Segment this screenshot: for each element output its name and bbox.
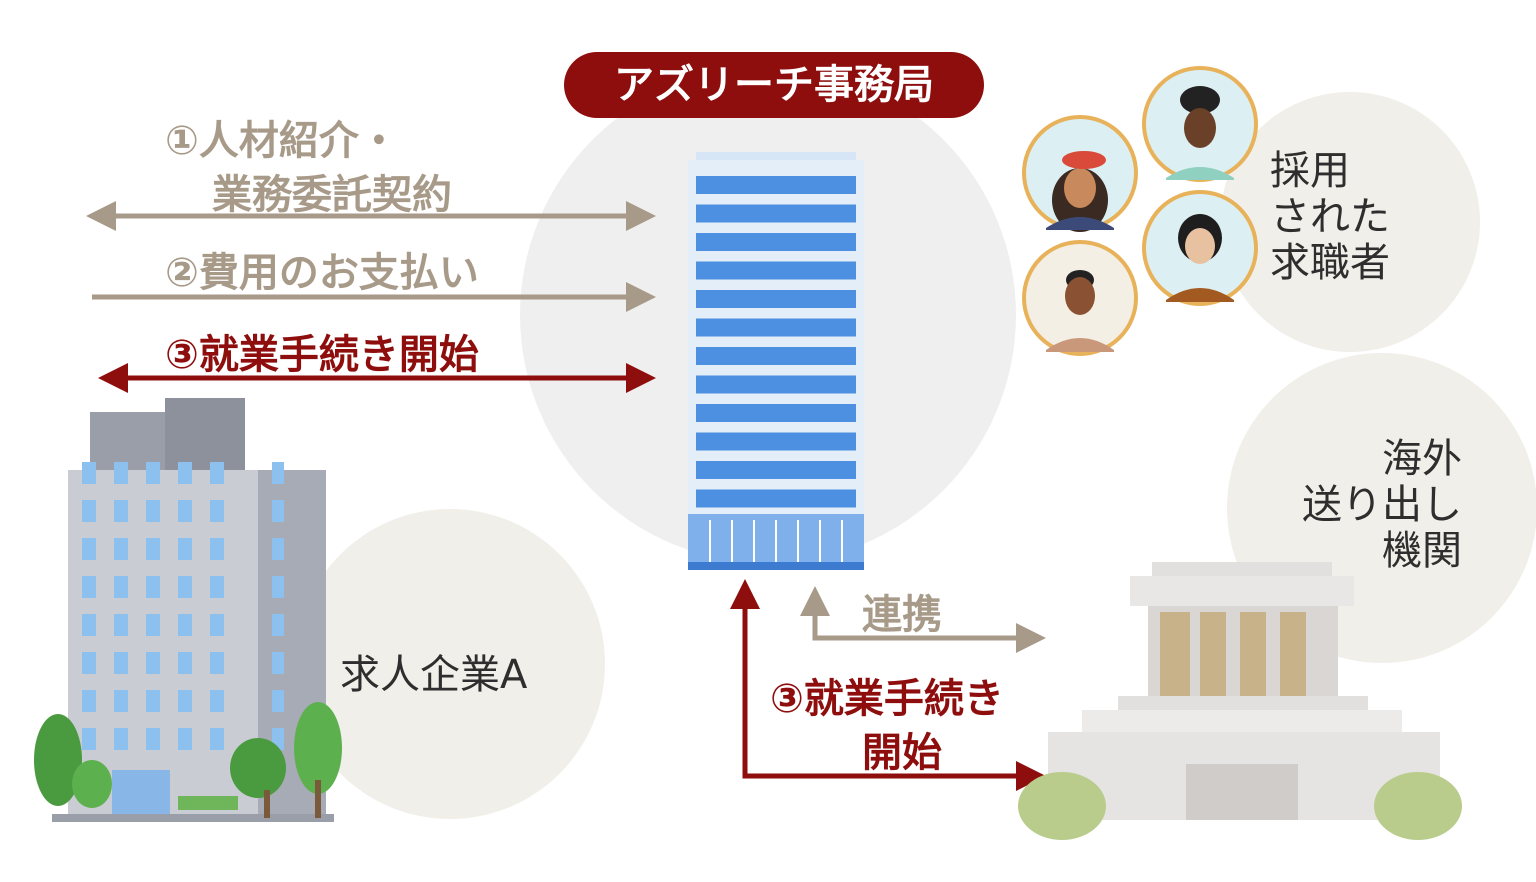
company-bg-circle: [295, 509, 605, 819]
flow-payment-label: ②費用のお支払い: [165, 250, 479, 296]
office-tower-icon: [688, 152, 864, 570]
company-building-icon: [34, 398, 342, 822]
flow-contract-label-line2: 業務委託契約: [212, 172, 452, 218]
avatar-seeker-3: [1142, 190, 1258, 306]
agency-label-line: 送り出し: [1302, 482, 1462, 528]
agency-label-line: 機関: [1382, 528, 1462, 574]
seekers-label-line: 求職者: [1270, 240, 1390, 286]
flow-procedure-label: ③就業手続き開始: [165, 332, 479, 378]
avatar-seeker-2: [1142, 66, 1258, 182]
company-label: 求人企業A: [340, 652, 528, 698]
office-title-badge: アズリーチ事務局: [564, 52, 984, 118]
arrow-procedure-agency: [730, 579, 1046, 791]
avatar-seeker-1: [1022, 115, 1138, 232]
flow-procedure-agency-label-line2: 開始: [862, 730, 942, 776]
agency-label-line: 海外: [1382, 436, 1462, 482]
agency-building-icon: [1018, 562, 1462, 840]
flow-renkei-label: 連携: [862, 592, 942, 638]
flow-contract-label-line1: ①人材紹介・: [165, 118, 399, 164]
seekers-bg-circle: [1220, 92, 1480, 352]
seekers-label: 採用 された 求職者: [1270, 148, 1390, 286]
seekers-label-line: された: [1270, 194, 1390, 240]
avatar-seeker-4: [1022, 240, 1138, 356]
agency-label: 海外 送り出し 機関: [1270, 436, 1462, 574]
seekers-label-line: 採用: [1270, 148, 1350, 194]
flow-procedure-agency-label-line1: ③就業手続き: [770, 676, 1004, 722]
